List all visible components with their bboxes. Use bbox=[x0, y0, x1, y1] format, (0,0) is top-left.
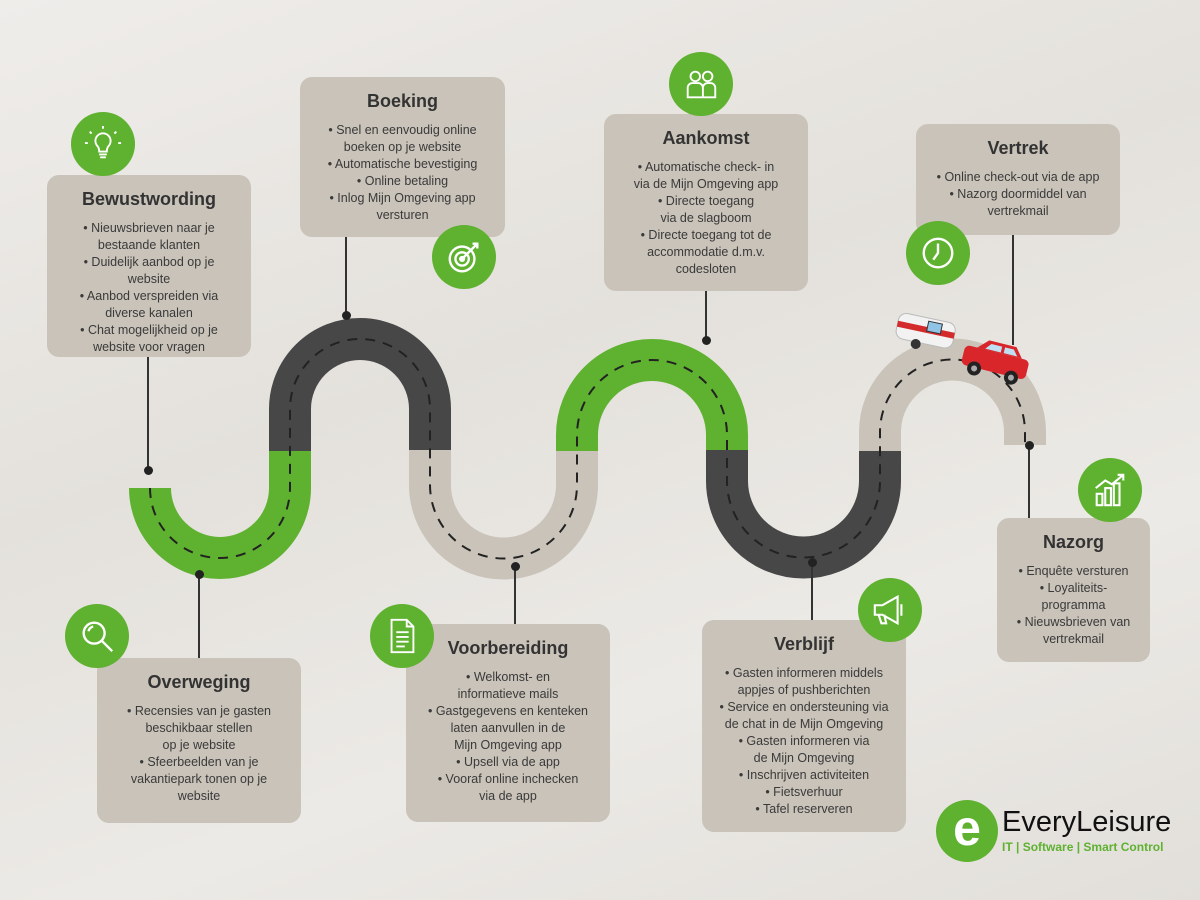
connector-bewustwording bbox=[147, 357, 149, 470]
stage-item: • Enquête versturen bbox=[1018, 564, 1129, 578]
stage-item: • Vooraf online inchecken via de app bbox=[437, 772, 579, 803]
stage-card-bewustwording: Bewustwording • Nieuwsbrieven naar je be… bbox=[47, 175, 251, 357]
stage-item: • Upsell via de app bbox=[456, 755, 560, 769]
stage-title: Vertrek bbox=[987, 138, 1049, 158]
stage-title: Aankomst bbox=[662, 128, 750, 148]
stage-title: Boeking bbox=[366, 91, 438, 111]
people-icon bbox=[669, 52, 733, 116]
stage-item: • Welkomst- en informatieve mails bbox=[457, 670, 559, 701]
road-segment-light-1 bbox=[409, 450, 598, 580]
stage-title: Bewustwording bbox=[82, 189, 216, 209]
stage-item: • Directe toegang tot de accommodatie d.… bbox=[640, 228, 772, 276]
stage-item: • Service en ondersteuning via de chat i… bbox=[719, 700, 889, 731]
stage-item: • Online check-out via de app bbox=[936, 170, 1100, 184]
connector-verblijf bbox=[811, 562, 813, 620]
road-segment-green-1 bbox=[129, 450, 311, 579]
road-segment-green-2 bbox=[556, 339, 748, 451]
road-marker bbox=[195, 570, 204, 579]
road-segment-dark-2 bbox=[706, 450, 901, 579]
road-marker bbox=[702, 336, 711, 345]
connector-boeking bbox=[345, 237, 347, 315]
road-marker bbox=[511, 562, 520, 571]
logo-tagline: IT | Software | Smart Control bbox=[1002, 840, 1164, 854]
stage-item: • Duidelijk aanbod op je website bbox=[83, 255, 215, 286]
road-marker bbox=[144, 466, 153, 475]
bar-chart-icon bbox=[1078, 458, 1142, 522]
stage-card-voorbereiding: Voorbereiding • Welkomst- en informatiev… bbox=[406, 624, 610, 822]
road-marker bbox=[342, 311, 351, 320]
everyleisure-logo: e EveryLeisure IT | Software | Smart Con… bbox=[936, 800, 1176, 864]
stage-item: • Aanbod verspreiden via diverse kanalen bbox=[79, 289, 219, 320]
road-segment-dark-1 bbox=[269, 318, 451, 451]
connector-vertrek bbox=[1012, 235, 1014, 345]
stage-item: • Gasten informeren via de Mijn Omgeving bbox=[738, 734, 870, 765]
stage-card-verblijf: Verblijf • Gasten informeren middels app… bbox=[702, 620, 906, 832]
stage-item: • Nieuwsbrieven naar je bestaande klante… bbox=[83, 221, 215, 252]
stage-card-nazorg: Nazorg • Enquête versturen • Loyaliteits-… bbox=[997, 518, 1150, 662]
stage-card-aankomst: Aankomst • Automatische check- in via de… bbox=[604, 114, 808, 291]
road-marker bbox=[808, 558, 817, 567]
stage-item: • Fietsverhuur bbox=[765, 785, 843, 799]
stage-card-boeking: Boeking • Snel en eenvoudig online boeke… bbox=[300, 77, 505, 237]
car-with-caravan-icon bbox=[895, 312, 1029, 385]
stage-item: • Nieuwsbrieven van vertrekmail bbox=[1016, 615, 1131, 646]
megaphone-icon bbox=[858, 578, 922, 642]
stage-item: • Gastgegevens en kenteken laten aanvull… bbox=[427, 704, 589, 752]
stage-item: • Recensies van je gasten beschikbaar st… bbox=[126, 704, 272, 752]
connector-overweging bbox=[198, 575, 200, 658]
logo-mark: e bbox=[936, 800, 998, 862]
logo-mark-letter: e bbox=[953, 800, 981, 856]
lightbulb-icon bbox=[71, 112, 135, 176]
stage-item: • Automatische bevestiging bbox=[327, 157, 478, 171]
stage-item: • Automatische check- in via de Mijn Omg… bbox=[633, 160, 779, 191]
stage-item: • Nazorg doormiddel van vertrekmail bbox=[949, 187, 1087, 218]
stage-card-vertrek: Vertrek • Online check-out via de app • N… bbox=[916, 124, 1120, 235]
stage-title: Nazorg bbox=[1042, 532, 1104, 552]
road-center-dashes bbox=[149, 338, 1026, 560]
stage-title: Overweging bbox=[147, 672, 251, 692]
stage-item: • Chat mogelijkheid op je website voor v… bbox=[80, 323, 218, 354]
document-icon bbox=[370, 604, 434, 668]
stage-item: • Inlog Mijn Omgeving app versturen bbox=[329, 191, 476, 222]
connector-aankomst bbox=[705, 291, 707, 340]
clock-icon bbox=[906, 221, 970, 285]
stage-title: Verblijf bbox=[773, 634, 835, 654]
target-icon bbox=[432, 225, 496, 289]
connector-voorbereiding bbox=[514, 566, 516, 624]
stage-item: • Gasten informeren middels appjes of pu… bbox=[725, 666, 883, 697]
stage-item: • Snel en eenvoudig online boeken op je … bbox=[328, 123, 477, 154]
road-marker bbox=[1025, 441, 1034, 450]
stage-item: • Tafel reserveren bbox=[755, 802, 853, 816]
stage-item: • Loyaliteits- programma bbox=[1039, 581, 1108, 612]
stage-item: • Directe toegang via de slagboom bbox=[657, 194, 755, 225]
logo-name: EveryLeisure bbox=[1002, 806, 1172, 838]
stage-item: • Inschrijven activiteiten bbox=[738, 768, 870, 782]
stage-card-overweging: Overweging • Recensies van je gasten bes… bbox=[97, 658, 301, 823]
stage-item: • Sfeerbeelden van je vakantiepark tonen… bbox=[130, 755, 268, 803]
stage-title: Voorbereiding bbox=[447, 638, 569, 658]
connector-nazorg bbox=[1028, 445, 1030, 518]
stage-item: • Online betaling bbox=[356, 174, 449, 188]
magnifier-icon bbox=[65, 604, 129, 668]
